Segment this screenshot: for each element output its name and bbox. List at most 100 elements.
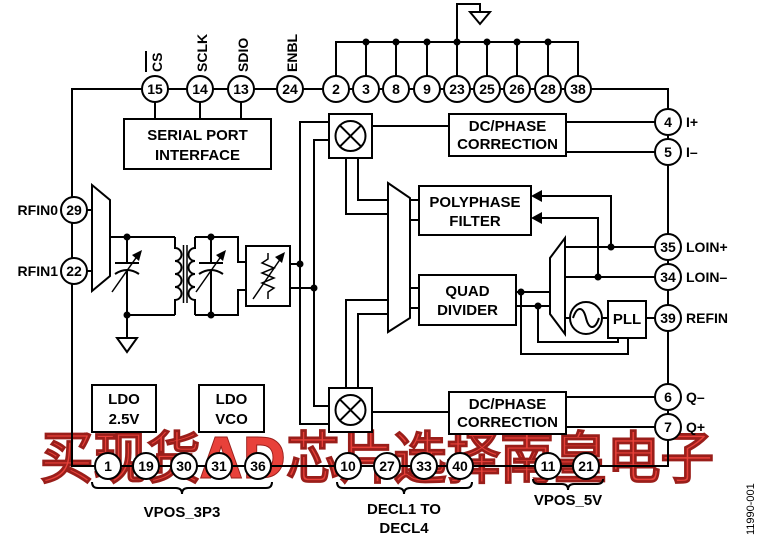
svg-text:8: 8 bbox=[392, 81, 400, 97]
brace-vpos-3p3 bbox=[91, 481, 273, 495]
ldo-vco-block: LDO VCO bbox=[198, 384, 265, 433]
dc-phase-correction-q-block: DC/PHASE CORRECTION bbox=[448, 391, 567, 435]
pin-30: 30 bbox=[170, 452, 198, 480]
svg-text:31: 31 bbox=[211, 458, 227, 474]
svg-text:22: 22 bbox=[66, 263, 82, 279]
junction-dot bbox=[517, 288, 525, 296]
junction-dot bbox=[207, 233, 215, 241]
pin-40: 40 bbox=[446, 452, 474, 480]
svg-text:LDO: LDO bbox=[216, 391, 248, 408]
label-i-minus: I– bbox=[686, 144, 698, 160]
atten-out-wires bbox=[290, 263, 314, 289]
label-sclk: SCLK bbox=[194, 34, 210, 72]
bus-drops bbox=[365, 42, 549, 76]
pin-5: 5 bbox=[654, 138, 682, 166]
svg-text:29: 29 bbox=[66, 202, 82, 218]
svg-text:19: 19 bbox=[138, 458, 154, 474]
mux-icon bbox=[549, 235, 566, 337]
vco-sine-icon bbox=[569, 301, 603, 335]
figure-id: 11990-001 bbox=[745, 483, 757, 535]
svg-text:21: 21 bbox=[578, 458, 594, 474]
label-q-minus: Q– bbox=[686, 389, 705, 405]
dc-phase-correction-i-block: DC/PHASE CORRECTION bbox=[448, 113, 567, 157]
svg-text:9: 9 bbox=[423, 81, 431, 97]
rf-distribution bbox=[290, 121, 329, 425]
pin-13: 13 bbox=[227, 75, 255, 103]
label-cs: CS bbox=[149, 53, 165, 72]
pin-1: 1 bbox=[94, 452, 122, 480]
label-vpos-5v: VPOS_5V bbox=[534, 492, 602, 509]
pin-38: 38 bbox=[564, 75, 592, 103]
ground-icon bbox=[115, 337, 139, 354]
balun-tuning-network bbox=[110, 233, 291, 354]
svg-text:2.5V: 2.5V bbox=[109, 411, 140, 428]
svg-text:PLL: PLL bbox=[613, 311, 641, 328]
pin-25: 25 bbox=[473, 75, 501, 103]
pll-feedback-wires bbox=[520, 292, 629, 355]
spi-wires bbox=[154, 102, 242, 119]
label-decl-line1: DECL1 TO bbox=[367, 501, 441, 518]
arrowhead bbox=[531, 212, 542, 224]
svg-text:33: 33 bbox=[416, 458, 432, 474]
lo-wires-q bbox=[345, 299, 388, 388]
variable-resistor-icon bbox=[245, 245, 291, 307]
rf-bus-b bbox=[313, 139, 329, 407]
mux-icon bbox=[91, 182, 111, 294]
junction-dot bbox=[296, 260, 304, 268]
bottom-pins: 1 19 30 31 36 10 27 33 40 11 21 bbox=[94, 452, 600, 480]
pin-26: 26 bbox=[503, 75, 531, 103]
q-output-wires bbox=[566, 396, 655, 428]
pin-35: 35 bbox=[654, 233, 682, 261]
pll-block: PLL bbox=[607, 300, 647, 339]
svg-text:13: 13 bbox=[233, 81, 249, 97]
pin-15: 15 bbox=[141, 75, 169, 103]
mixer-icon bbox=[328, 387, 373, 433]
label-rfin1: RFIN1 bbox=[18, 263, 59, 279]
svg-text:2: 2 bbox=[332, 81, 340, 97]
label-i-plus: I+ bbox=[686, 114, 698, 130]
svg-text:28: 28 bbox=[540, 81, 556, 97]
svg-text:DIVIDER: DIVIDER bbox=[437, 302, 498, 319]
svg-text:FILTER: FILTER bbox=[449, 213, 501, 230]
loin-to-polyphase-wires bbox=[541, 195, 612, 277]
svg-text:27: 27 bbox=[379, 458, 395, 474]
pin-19: 19 bbox=[132, 452, 160, 480]
svg-text:39: 39 bbox=[660, 310, 676, 326]
svg-text:INTERFACE: INTERFACE bbox=[155, 147, 240, 164]
svg-text:CORRECTION: CORRECTION bbox=[457, 136, 558, 153]
label-sdio: SDIO bbox=[235, 38, 251, 72]
pin-6: 6 bbox=[654, 383, 682, 411]
svg-text:1: 1 bbox=[104, 458, 112, 474]
junction-dot bbox=[534, 302, 542, 310]
svg-text:3: 3 bbox=[362, 81, 370, 97]
svg-text:40: 40 bbox=[452, 458, 468, 474]
label-enbl: ENBL bbox=[284, 33, 300, 72]
svg-text:POLYPHASE: POLYPHASE bbox=[429, 194, 520, 211]
arrowhead bbox=[531, 190, 542, 202]
svg-text:36: 36 bbox=[250, 458, 266, 474]
pin-9: 9 bbox=[413, 75, 441, 103]
svg-text:11: 11 bbox=[541, 458, 556, 474]
label-loin-plus: LOIN+ bbox=[686, 239, 728, 255]
pin-21: 21 bbox=[572, 452, 600, 480]
pin-27: 27 bbox=[373, 452, 401, 480]
svg-text:QUAD: QUAD bbox=[445, 283, 489, 300]
ground-icon bbox=[467, 11, 493, 26]
svg-text:38: 38 bbox=[570, 81, 586, 97]
svg-text:5: 5 bbox=[664, 144, 672, 160]
pin-10: 10 bbox=[334, 452, 362, 480]
label-q-plus: Q+ bbox=[686, 419, 705, 435]
variable-capacitor-icon bbox=[195, 237, 226, 315]
svg-text:DC/PHASE: DC/PHASE bbox=[469, 118, 547, 135]
brace-decl bbox=[336, 481, 473, 495]
pin-33: 33 bbox=[410, 452, 438, 480]
right-pins: 4 5 35 34 39 6 7 bbox=[654, 108, 682, 441]
pin-8: 8 bbox=[382, 75, 410, 103]
pin-11: 11 bbox=[534, 452, 562, 480]
mux-icon bbox=[387, 181, 411, 334]
label-refin: REFIN bbox=[686, 310, 728, 326]
pin-31: 31 bbox=[205, 452, 233, 480]
junction-dot bbox=[594, 273, 602, 281]
junction-dot bbox=[123, 233, 131, 241]
